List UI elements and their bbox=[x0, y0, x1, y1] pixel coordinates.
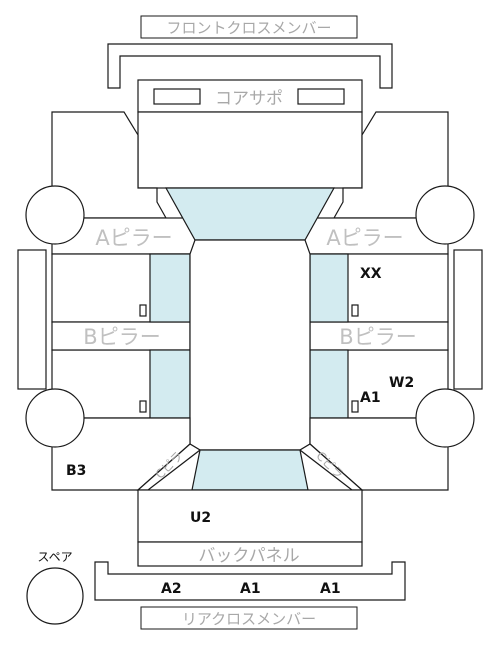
right-front-door-handle bbox=[351, 304, 359, 317]
back-panel bbox=[137, 541, 363, 567]
right-front-wheel bbox=[415, 185, 475, 245]
left-front-door-handle bbox=[139, 304, 147, 317]
right-a-pillar-label: Aピラー bbox=[326, 226, 403, 250]
code-rear-center: A1 bbox=[240, 581, 261, 597]
right-b-pillar-label: Bピラー bbox=[339, 325, 416, 349]
roof bbox=[189, 239, 311, 451]
left-b-pillar bbox=[51, 321, 191, 351]
right-side-step bbox=[453, 249, 483, 390]
left-rear-wheel bbox=[25, 388, 85, 448]
code-left-rear-fender: B3 bbox=[66, 463, 86, 479]
core-support-label: コアサポ bbox=[215, 89, 283, 109]
code-rear-right: A1 bbox=[320, 581, 341, 597]
right-rear-wheel bbox=[415, 388, 475, 448]
left-a-pillar-label: Aピラー bbox=[95, 226, 172, 250]
rear-cross-member bbox=[94, 561, 406, 601]
right-rear-door-handle bbox=[351, 400, 359, 413]
code-right-rear-fender: W2 bbox=[389, 375, 414, 391]
right-rear-window bbox=[309, 349, 349, 419]
left-side-step bbox=[17, 249, 47, 390]
code-right-front-door: XX bbox=[360, 266, 382, 282]
windshield bbox=[164, 187, 336, 241]
code-trunk: U2 bbox=[190, 510, 211, 526]
right-b-pillar bbox=[309, 321, 449, 351]
spare-tire bbox=[26, 567, 84, 625]
left-front-wheel bbox=[25, 185, 85, 245]
code-right-rear-door: A1 bbox=[360, 390, 381, 406]
left-front-window bbox=[149, 253, 191, 323]
hood bbox=[137, 111, 363, 189]
front-cross-member bbox=[107, 43, 393, 89]
back-panel-label: バックパネル bbox=[198, 546, 299, 566]
core-support-left-slot bbox=[153, 88, 201, 105]
left-rear-door-handle bbox=[139, 400, 147, 413]
left-b-pillar-label: Bピラー bbox=[83, 325, 160, 349]
rear-cross-member-box bbox=[140, 606, 358, 630]
code-rear-left: A2 bbox=[161, 581, 182, 597]
right-front-window bbox=[309, 253, 349, 323]
front-cross-member-label: フロントクロスメンバー bbox=[166, 19, 331, 37]
core-support-right-slot bbox=[297, 88, 345, 105]
rear-window bbox=[191, 449, 309, 491]
front-cross-member-box bbox=[140, 15, 358, 39]
left-rear-window bbox=[149, 349, 191, 419]
spare-label: スペア bbox=[37, 550, 72, 564]
trunk bbox=[137, 489, 363, 543]
rear-cross-member-label: リアクロスメンバー bbox=[182, 610, 316, 628]
